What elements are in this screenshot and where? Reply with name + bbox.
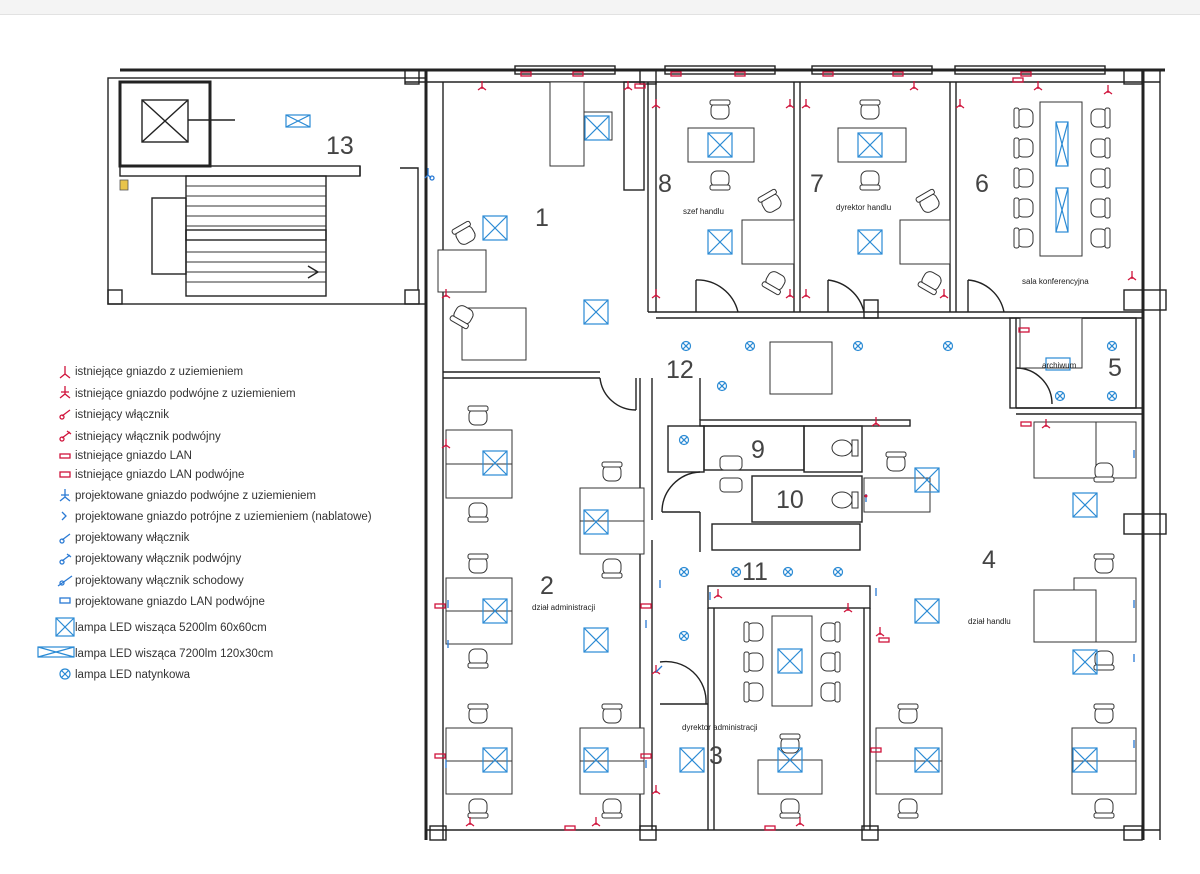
legend-item: lampa LED wisząca 5200lm 60x60cm [75,622,267,634]
room-number-5: 5 [1108,354,1122,382]
room-number-8: 8 [658,170,672,198]
room-label-4: dział handlu [968,617,1011,626]
room-label-7: dyrektor handlu [836,203,891,212]
room-number-1: 1 [535,204,549,232]
legend-item: projektowane gniazdo LAN podwójne [75,596,265,608]
led-lamp-linear-icon [37,646,75,658]
led-lamp-surface-icon [59,668,71,680]
socket-grounded-existing-icon [59,366,71,379]
top-bar [0,0,1200,15]
legend-item: lampa LED wisząca 7200lm 120x30cm [75,648,273,660]
legend-item: istniejące gniazdo z uziemieniem [75,366,243,378]
room-label-6: sala konferencyjna [1022,277,1089,286]
lamps [285,114,1118,773]
triple-socket-planned-icon [61,511,67,521]
legend-item: projektowane gniazdo potrójne z uziemien… [75,511,372,523]
lan-socket-existing-icon [59,453,71,459]
room-number-11: 11 [742,558,768,586]
room-labels: 13 1 8 szef handlu 7 dyrektor handlu 6 s… [326,132,1122,770]
legend-item: lampa LED natynkowa [75,669,191,681]
legend-item: projektowany włącznik schodowy [75,575,244,587]
room-number-7: 7 [810,170,824,198]
room-label-2: dział administracji [532,603,595,612]
room-number-6: 6 [975,170,989,198]
room-label-8: szef handlu [683,207,724,216]
room-label-5: archiwum [1042,361,1077,370]
legend-item: projektowany włącznik [75,532,190,544]
legend-item: istniejące gniazdo LAN podwójne [75,469,244,481]
led-lamp-square-icon [55,617,75,637]
room-number-13: 13 [326,132,354,160]
room-number-12: 12 [666,356,694,384]
legend-item: istniejące gniazdo LAN [75,450,192,462]
room-number-4: 4 [982,546,996,574]
legend-item: istniejące gniazdo podwójne z uziemienie… [75,388,296,400]
legend: istniejące gniazdo z uziemieniem istniej… [37,366,372,681]
double-socket-grounded-planned-icon [59,489,71,502]
legend-item: projektowany włącznik podwójny [75,553,241,565]
legend-item: istniejący włącznik [75,409,169,421]
double-socket-grounded-existing-icon [59,386,71,399]
room-number-10: 10 [776,486,804,514]
legend-item: projektowane gniazdo podwójne z uziemien… [75,490,316,502]
room-label-3: dyrektor administracji [682,723,758,732]
room-number-3: 3 [709,742,723,770]
furniture [437,81,1137,819]
double-lan-socket-existing-icon [59,471,71,478]
sockets [424,71,1137,831]
legend-item: istniejący włącznik podwójny [75,431,221,443]
room-number-2: 2 [540,572,554,600]
walls [107,65,1167,841]
double-lan-socket-planned-icon [59,597,71,604]
room-number-9: 9 [751,436,765,464]
